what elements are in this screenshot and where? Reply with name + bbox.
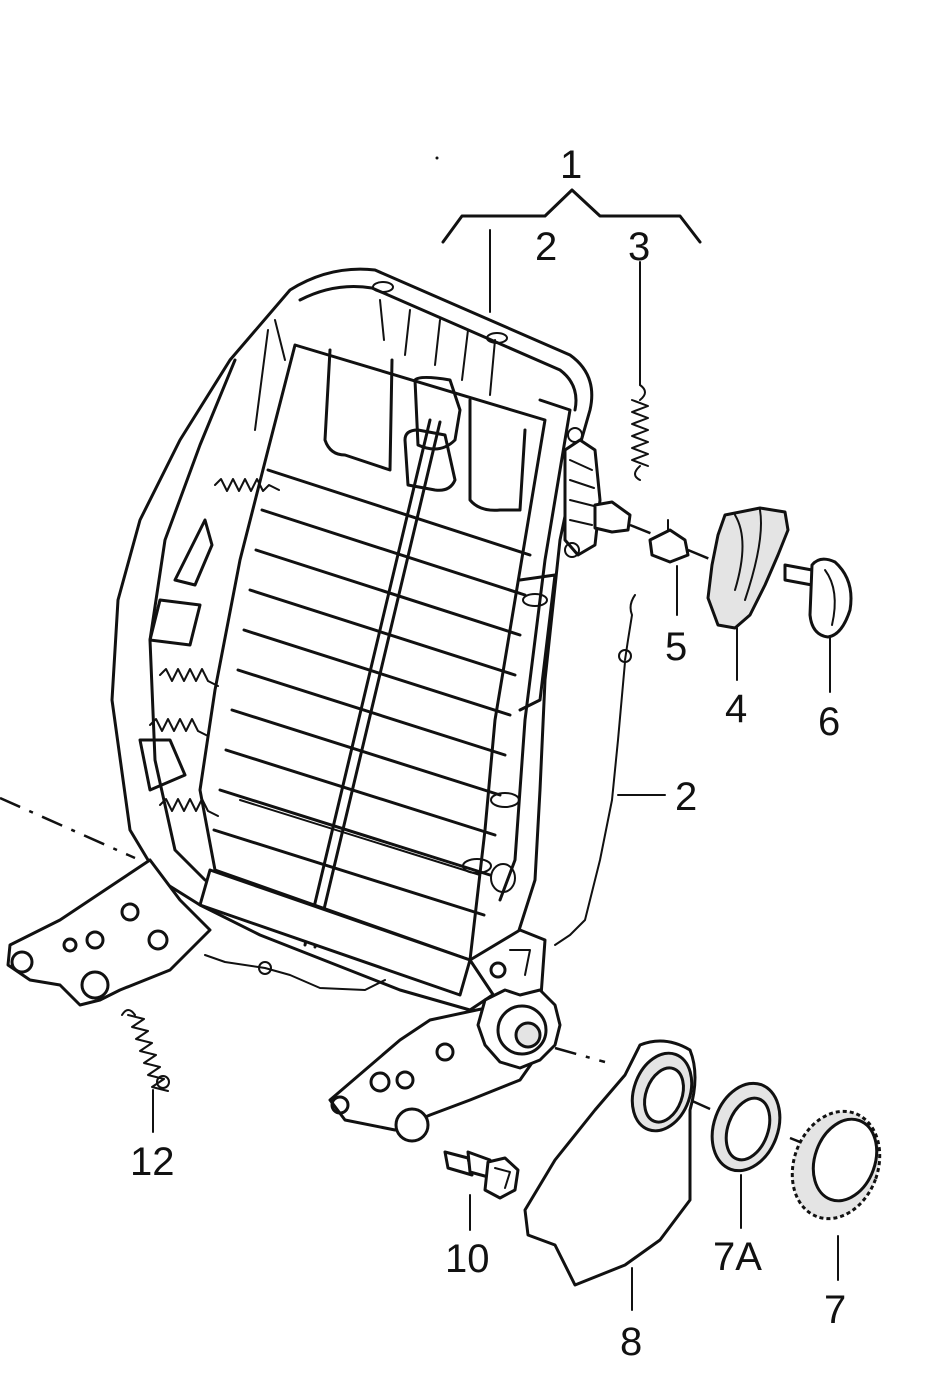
bolt-part-10 [443,1150,520,1200]
callout-4: 4 [725,687,747,731]
callout-1: 1 [560,143,582,187]
handle-part-4 [706,506,790,630]
callout-5: 5 [665,625,687,669]
callout-12: 12 [130,1140,175,1184]
speck [435,156,439,160]
left-hinge-bracket [6,858,212,1007]
callout-7a: 7A [713,1235,762,1279]
release-cable-part-2 [554,594,636,946]
group-bracket [441,188,702,244]
recliner-gear-hub [476,988,562,1070]
callout-7: 7 [824,1288,846,1332]
callout-3: 3 [628,225,650,269]
backrest-frame [110,267,594,1012]
spring-part-12 [121,1009,170,1092]
cover-part-8 [523,1039,697,1287]
tension-spring-part-3 [631,384,649,481]
release-mechanism [563,427,656,558]
callout-2-top: 2 [535,225,557,269]
clip-part-5 [648,519,713,564]
lower-cable [204,954,386,991]
callout-6: 6 [818,700,840,744]
knob-part-6 [783,557,853,639]
callout-8: 8 [620,1320,642,1364]
callout-10: 10 [445,1237,490,1281]
knurled-knob-part-7 [790,1109,882,1221]
ring-part-7a [710,1081,782,1173]
callout-2-cable: 2 [675,775,697,819]
leader-lines [152,229,839,1311]
pivot-axis-line [0,796,136,860]
